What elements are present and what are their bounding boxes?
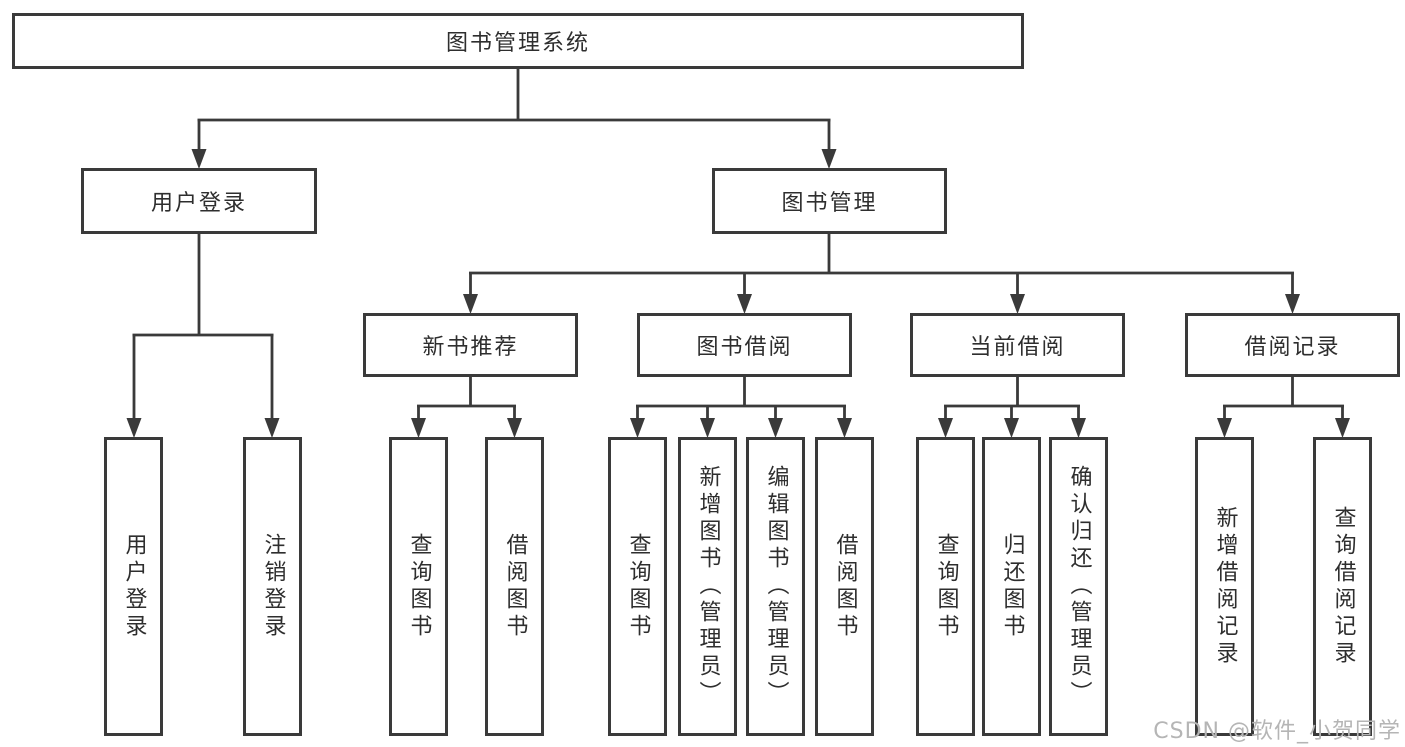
- node-bb-query-books: 查询图书: [608, 437, 667, 736]
- connector-book-borrow-split: [636, 377, 846, 420]
- connector-current-borrow-split: [944, 377, 1080, 420]
- arrowhead: [1010, 294, 1025, 314]
- arrowhead: [737, 294, 752, 314]
- arrowhead: [938, 418, 953, 438]
- arrowhead: [507, 418, 522, 438]
- node-br-add-record: 新增借阅记录: [1195, 437, 1254, 736]
- connector-new-book-rec-split: [417, 377, 516, 420]
- arrowhead: [1217, 418, 1232, 438]
- arrowhead: [768, 418, 783, 438]
- arrowhead: [630, 418, 645, 438]
- arrowhead: [411, 418, 426, 438]
- node-bb-add-books-admin: 新增图书（管理员）: [678, 437, 737, 736]
- node-bb-borrow-books: 借阅图书: [815, 437, 874, 736]
- arrowhead: [191, 149, 207, 169]
- node-new-book-recommend: 新书推荐: [363, 313, 578, 377]
- arrowhead: [1285, 294, 1300, 314]
- arrowhead: [821, 149, 837, 169]
- node-cb-return-books: 归还图书: [982, 437, 1041, 736]
- node-rec-borrow-books: 借阅图书: [485, 437, 544, 736]
- node-borrowing-records: 借阅记录: [1185, 313, 1400, 377]
- arrowhead: [1004, 418, 1019, 438]
- connector-user-login-split: [132, 234, 274, 420]
- arrowhead: [126, 418, 142, 438]
- arrowhead: [1335, 418, 1350, 438]
- node-cb-query-books: 查询图书: [916, 437, 975, 736]
- connector-root-split: [197, 69, 831, 151]
- arrowhead: [700, 418, 715, 438]
- arrowhead: [463, 294, 478, 314]
- arrowhead: [264, 418, 280, 438]
- node-user-login-group: 用户登录: [81, 168, 317, 234]
- node-user-login: 用户登录: [104, 437, 163, 736]
- node-current-borrowing: 当前借阅: [910, 313, 1125, 377]
- node-rec-query-books: 查询图书: [389, 437, 448, 736]
- connector-borrow-records-split: [1223, 377, 1344, 420]
- node-br-query-record: 查询借阅记录: [1313, 437, 1372, 736]
- node-root-system: 图书管理系统: [12, 13, 1024, 69]
- connector-book-mgmt-split: [469, 234, 1294, 296]
- node-book-borrowing: 图书借阅: [637, 313, 852, 377]
- node-cb-confirm-return-admin: 确认归还（管理员）: [1049, 437, 1108, 736]
- node-book-management: 图书管理: [712, 168, 947, 234]
- arrowhead: [1071, 418, 1086, 438]
- node-logout: 注销登录: [243, 437, 302, 736]
- arrowhead: [837, 418, 852, 438]
- watermark: CSDN @软件_小贺同学: [1153, 719, 1401, 744]
- node-bb-edit-books-admin: 编辑图书（管理员）: [746, 437, 805, 736]
